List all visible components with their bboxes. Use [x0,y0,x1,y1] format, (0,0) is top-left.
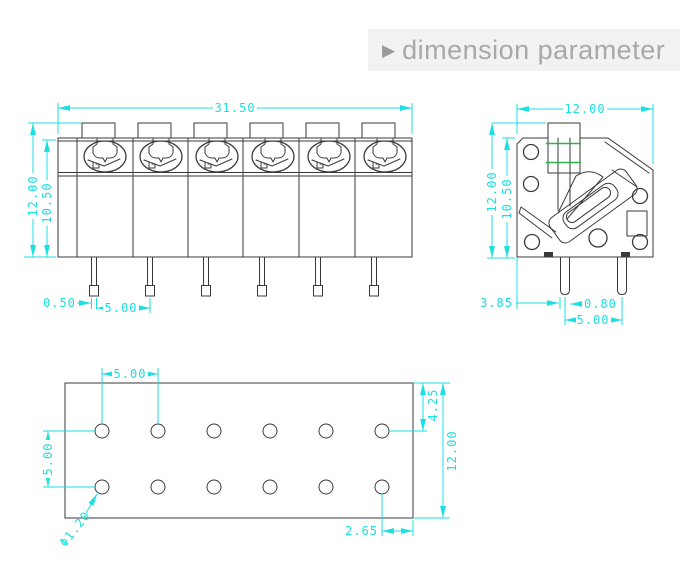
dimension-label-bottom-row-pitch: 5.00 [41,443,55,476]
side-view-drawing: 12.00 12.00 10.50 3.85 0.80 [480,102,654,327]
dimension-label-front-total-height: 12.00 [26,175,40,216]
dimension-label-side-total-height: 12.00 [485,171,499,212]
section-header: ▶ dimension parameter [368,29,680,71]
dimension-label-bottom-hole-to-edge: 2.65 [345,524,378,538]
dimension-label-side-width: 12.00 [564,102,605,116]
front-view-drawing: 31.50 12.00 10.50 0.50 [24,101,413,315]
dimension-label-side-pin-width: 0.80 [584,297,617,311]
dimension-label-front-width: 31.50 [214,101,255,115]
dimension-label-front-pin-pitch: 5.00 [105,301,138,315]
dimension-label-front-body-height: 10.50 [40,182,54,223]
dimension-label-bottom-top-to-row: 4.25 [426,389,440,422]
dimension-label-side-edge-to-pin: 3.85 [480,296,513,310]
bottom-view-drawing: 5.00 4.25 12.00 5.00 [41,367,459,550]
dimension-label-bottom-height: 12.00 [445,430,459,471]
dimension-label-bottom-hole-pitch: 5.00 [114,367,147,381]
dimension-label-front-pin-width: 0.50 [43,296,76,310]
section-marker-icon: ▶ [382,40,396,60]
dimension-label-side-pin-pitch: 5.00 [577,313,610,327]
section-title: dimension parameter [402,34,666,65]
dimension-label-side-body-height: 10.50 [500,178,514,219]
